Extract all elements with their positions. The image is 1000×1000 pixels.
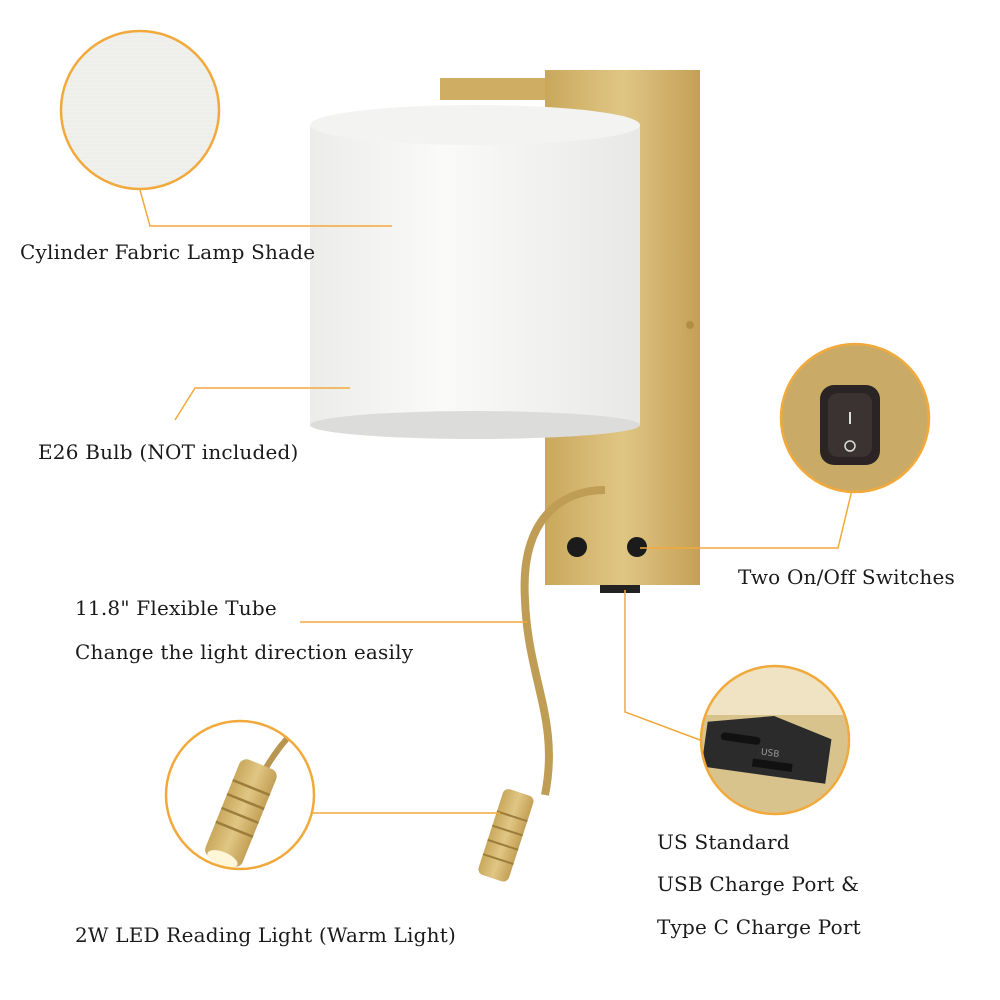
screw [686,321,694,329]
shade-label: Cylinder Fabric Lamp Shade [20,240,316,264]
lamp-shade [310,125,640,425]
switch-2 [627,537,647,557]
usb-port-text: USB [760,748,780,760]
reading-light-head [478,789,534,882]
usb-label-line1: US Standard [657,830,790,854]
wall-lamp [310,70,700,882]
switch-closeup-callout [779,342,931,494]
switches-label: Two On/Off Switches [738,565,955,589]
usb-label-line3: Type C Charge Port [657,915,861,939]
usb-port-block [600,585,640,593]
fabric-closeup-callout [59,29,221,191]
tube-title-label: 11.8" Flexible Tube [75,596,277,620]
reading-light-closeup-callout [164,719,316,871]
flexible-tube [520,486,606,796]
usb-label-line2: USB Charge Port & [657,872,860,896]
usb-closeup-callout: USB [699,664,851,816]
tube-desc-label: Change the light direction easily [75,640,414,664]
switch-1 [567,537,587,557]
callout-lines [139,189,853,814]
reading-light-label: 2W LED Reading Light (Warm Light) [75,923,456,947]
bulb-label: E26 Bulb (NOT included) [38,440,299,464]
